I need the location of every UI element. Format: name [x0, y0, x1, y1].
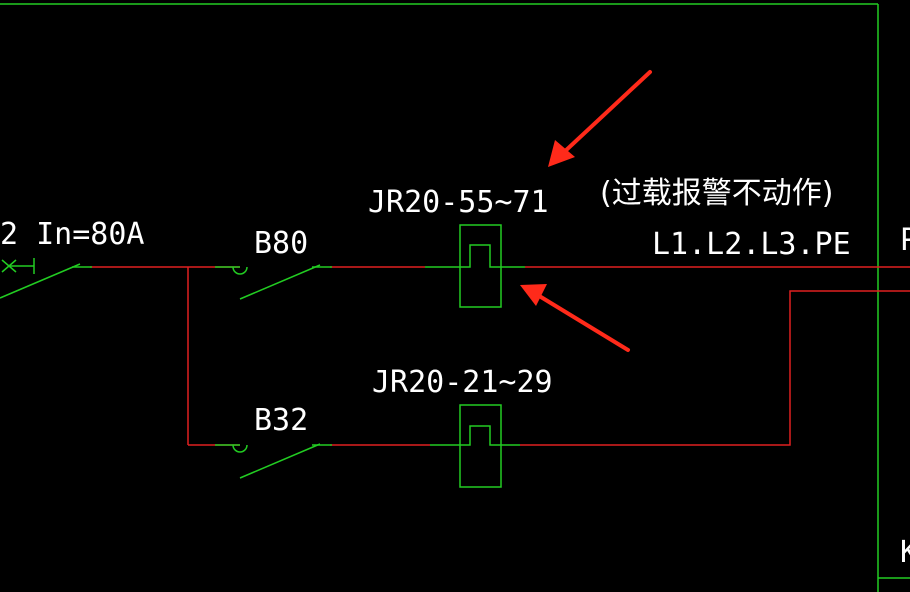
breaker-b32-label: B32	[254, 403, 308, 438]
thermal-relay-top-symbol	[425, 224, 525, 308]
wiring	[90, 266, 910, 446]
main-breaker-symbol	[0, 258, 92, 299]
annotation-arrow-bottom	[520, 284, 630, 352]
breaker-b80-label: B80	[254, 226, 308, 261]
edge-label-right-top: P	[900, 223, 910, 258]
breaker-b32-symbol	[215, 443, 332, 479]
overload-note-label: (过载报警不动作)	[600, 176, 833, 211]
breaker-b80-symbol	[215, 264, 332, 300]
drawing-frame	[0, 3, 910, 592]
thermal-relay-bottom-symbol	[430, 404, 520, 488]
main-breaker-label: 2 In=80A	[0, 217, 145, 252]
annotation-arrow-top	[548, 70, 652, 167]
relay-bottom-label: JR20-21~29	[372, 365, 553, 400]
edge-label-right-bottom: K	[900, 535, 910, 570]
relay-top-label: JR20-55~71	[368, 185, 549, 220]
bus-label: L1.L2.L3.PE	[652, 227, 851, 262]
return-wire	[520, 290, 910, 446]
